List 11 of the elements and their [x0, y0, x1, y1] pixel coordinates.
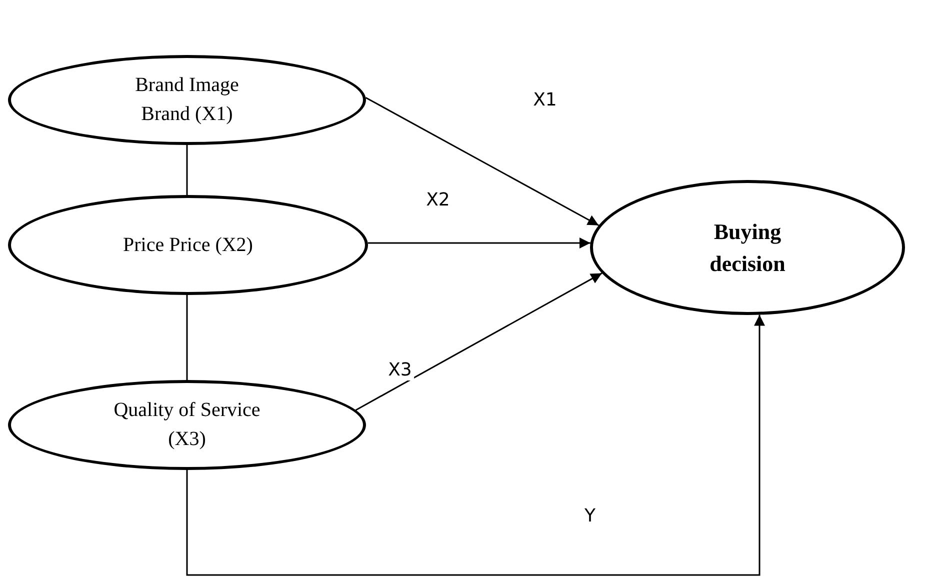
node-label: Price Price (X2) — [123, 232, 253, 258]
arrow — [355, 272, 602, 411]
node-label: Quality of Service (X3) — [112, 398, 262, 452]
connector-line — [186, 295, 188, 380]
node-label: Brand Image Brand (X1) — [134, 73, 240, 127]
connector-line — [186, 145, 188, 195]
arrow — [368, 238, 590, 248]
arrow — [186, 314, 765, 576]
node-label: Buying decision — [708, 218, 786, 278]
arrow — [365, 96, 600, 226]
edge-label: X3 — [386, 360, 414, 380]
